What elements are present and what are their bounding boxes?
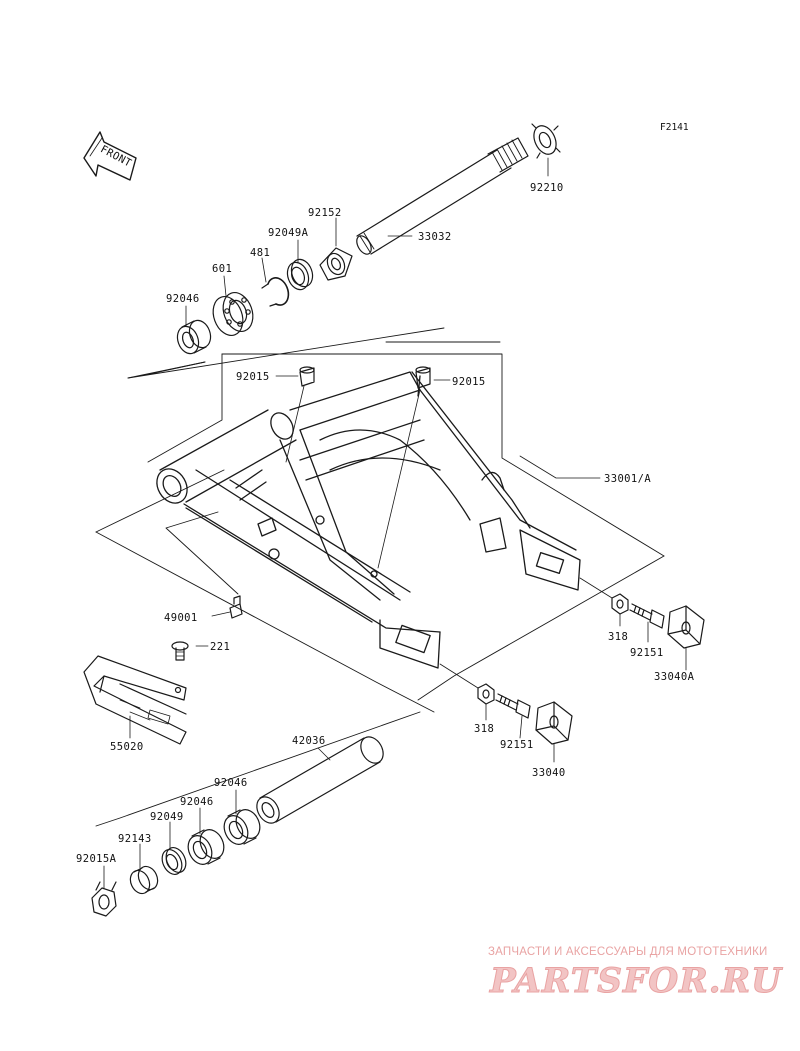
block-33040 (535, 701, 573, 745)
fitting-49001 (229, 595, 243, 619)
label-92046-top: 92046 (166, 293, 200, 305)
label-92015-left: 92015 (236, 371, 270, 383)
label-221: 221 (210, 641, 230, 653)
label-92210: 92210 (530, 182, 564, 194)
label-33032: 33032 (418, 231, 452, 243)
collar-92152 (319, 247, 353, 281)
bolt-92151-right (629, 603, 665, 629)
nipple-92015-right (377, 366, 431, 569)
bearing-92046-b (187, 829, 225, 865)
label-49001: 49001 (164, 612, 198, 624)
axle-33032 (356, 137, 529, 255)
label-42036: 42036 (292, 735, 326, 747)
seal-92049 (161, 847, 187, 875)
nut-92015A (91, 881, 117, 917)
watermark-logo: PARTSFOR.RU (488, 961, 783, 1002)
label-92049: 92049 (150, 811, 184, 823)
bearing-92046-top (176, 319, 212, 355)
seal-92049A (286, 258, 314, 291)
front-arrow-icon (83, 131, 137, 181)
front-label: FRONT (98, 143, 134, 170)
label-481: 481 (250, 247, 270, 259)
block-33040A (667, 605, 705, 649)
circlip-481 (261, 277, 290, 307)
label-33001A: 33001/A (604, 473, 651, 485)
label-92046-b: 92046 (180, 796, 214, 808)
shaft-42036 (256, 736, 384, 824)
leader-lines (103, 157, 687, 889)
label-92151-left: 92151 (500, 739, 534, 751)
nut-318-left (477, 683, 495, 705)
screw-221 (171, 641, 189, 661)
watermark-logo-text: PARTSFOR.RU (489, 961, 783, 1001)
label-33040A: 33040A (654, 671, 695, 683)
label-601: 601 (212, 263, 232, 275)
watermark-tagline: ЗАПЧАСТИ И АКСЕССУАРЫ ДЛЯ МОТОТЕХНИКИ (488, 946, 768, 958)
swingarm-33001A (156, 371, 581, 669)
label-318-right: 318 (608, 631, 628, 643)
label-92143: 92143 (118, 833, 152, 845)
label-33040: 33040 (532, 767, 566, 779)
label-92151-right: 92151 (630, 647, 664, 659)
label-318-left: 318 (474, 723, 494, 735)
label-55020: 55020 (110, 741, 144, 753)
label-92152: 92152 (308, 207, 342, 219)
nut-318-right (611, 593, 629, 615)
nipple-92015-left (285, 366, 315, 463)
nut-92210 (531, 123, 561, 159)
bolt-92151-left (495, 693, 531, 719)
bearing-601 (212, 292, 254, 336)
label-92046-a: 92046 (214, 777, 248, 789)
reference-code: F2141 (660, 122, 689, 133)
collar-92143 (129, 865, 159, 895)
chain-guide-55020 (83, 655, 187, 745)
label-92049A: 92049A (268, 227, 309, 239)
bearing-92046-a (223, 809, 261, 845)
reference-box (95, 341, 665, 713)
label-92015A: 92015A (76, 853, 117, 865)
label-92015-right: 92015 (452, 376, 486, 388)
